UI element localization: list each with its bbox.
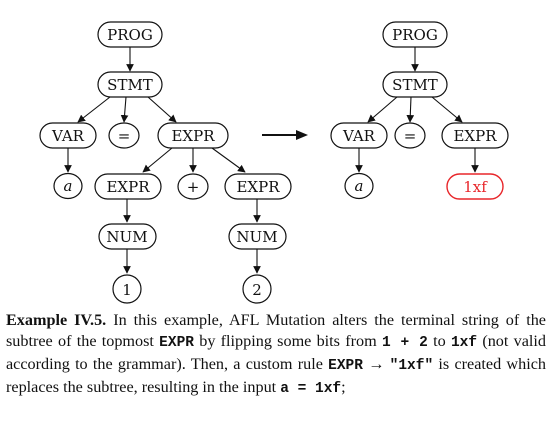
node-digit-1 — [112, 274, 142, 304]
node-expr — [157, 122, 229, 149]
node-prog — [97, 21, 163, 48]
node-expr-r — [441, 122, 509, 149]
transform-arrow — [262, 130, 308, 140]
node-mutated — [446, 173, 504, 200]
node-a — [53, 172, 83, 200]
caption-code-1xf: 1xf — [450, 335, 478, 351]
node-num-left — [98, 223, 157, 250]
caption-text-1: In this example, AFL Mutation alters the… — [6, 311, 546, 350]
caption-text-6: ; — [341, 378, 346, 396]
node-eq-r — [394, 122, 426, 149]
node-var-r — [330, 122, 388, 149]
caption-text-4: (not valid according to the grammar). Th… — [6, 332, 547, 373]
label-var-r: VAR — [342, 127, 376, 145]
caption-label: Example IV.5. — [6, 311, 107, 329]
right-parse-tree: PROG STMT VAR = EXPR a 1xf — [330, 21, 509, 200]
node-var — [39, 122, 97, 149]
label-a: a — [64, 177, 73, 195]
label-eq: = — [118, 127, 131, 145]
label-expr-left: EXPR — [106, 178, 150, 196]
node-eq — [108, 122, 140, 149]
node-stmt — [97, 71, 163, 98]
caption-code-expr: EXPR — [159, 335, 194, 351]
label-digit-1: 1 — [122, 281, 132, 299]
label-num-right: NUM — [236, 228, 277, 246]
label-a-r: a — [355, 177, 364, 195]
node-expr-right — [224, 173, 292, 200]
node-prog-r — [382, 21, 448, 48]
figure-caption: Example IV.5. In this example, AFL Mutat… — [6, 310, 546, 400]
caption-rule-arrow: → — [362, 355, 390, 373]
caption-code-rule-rhs: "1xf" — [389, 358, 434, 374]
label-mutated: 1xf — [463, 178, 488, 196]
node-expr-left — [94, 173, 162, 200]
label-var: VAR — [51, 127, 85, 145]
node-a-r — [344, 172, 374, 200]
label-plus: + — [187, 178, 200, 196]
parse-tree-figure: PROG STMT VAR = EXPR a EXPR + EXPR NUM N… — [39, 21, 509, 304]
caption-code-input: a = 1xf — [280, 381, 342, 397]
node-stmt-r — [382, 71, 448, 98]
label-expr-r: EXPR — [453, 127, 497, 145]
label-expr-right: EXPR — [236, 178, 280, 196]
node-digit-2 — [242, 274, 272, 304]
node-plus — [177, 173, 209, 200]
label-stmt-r: STMT — [392, 76, 438, 94]
label-prog-r: PROG — [392, 26, 438, 44]
caption-code-1plus2: 1 + 2 — [381, 335, 428, 351]
caption-text-5: is created which replaces the subtree, r… — [6, 355, 546, 396]
label-expr: EXPR — [171, 127, 215, 145]
label-eq-r: = — [404, 127, 417, 145]
label-stmt: STMT — [107, 76, 153, 94]
caption-text-3: to — [427, 332, 451, 350]
caption-text-2: by flipping some bits from — [193, 332, 382, 350]
label-digit-2: 2 — [252, 281, 262, 299]
caption-code-rule-lhs: EXPR — [328, 358, 363, 374]
label-num-left: NUM — [106, 228, 147, 246]
node-num-right — [228, 223, 287, 250]
left-parse-tree: PROG STMT VAR = EXPR a EXPR + EXPR NUM N… — [39, 21, 292, 304]
label-prog: PROG — [107, 26, 153, 44]
